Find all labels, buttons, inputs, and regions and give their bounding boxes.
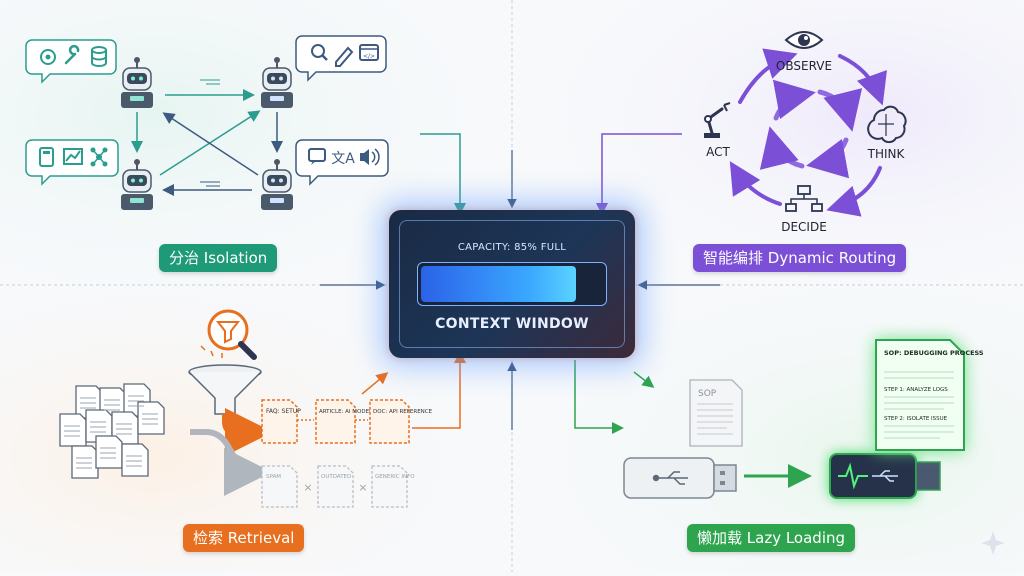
usb-drive-icon (623, 457, 737, 499)
rejected-flow-arrow (190, 429, 272, 496)
tool-bubble-4: 文A (295, 139, 389, 186)
agent-robot-3 (121, 159, 153, 210)
inner-cycle-arrows (759, 79, 863, 179)
rejected-doc-3: GENERIC INFO (371, 465, 415, 508)
sop-title-line-1: SOP: DEBUGGING PROCESS (884, 349, 984, 357)
tool-bubble-2: </> (295, 35, 387, 82)
selected-doc-3: DOC: API REFERENCE (369, 399, 433, 444)
routing-label: 智能编排 Dynamic Routing (693, 244, 907, 272)
calculator-icon (39, 147, 54, 167)
center-connectors (320, 150, 720, 430)
reject-mark: × (303, 481, 312, 494)
routing-to-center-arrow (596, 133, 682, 215)
sop-doc-small: SOP (689, 379, 743, 447)
sop-title: SOP: DEBUGGING PROCESS (884, 349, 984, 357)
database-icon (91, 46, 107, 67)
document-stack-icon (59, 383, 165, 479)
capacity-text: CAPACITY: 85% FULL (457, 242, 567, 253)
eye-icon (784, 31, 824, 49)
context-window-panel: CAPACITY: 85% FULL CONTEXT WINDOW (389, 210, 635, 358)
rejected-doc-1: SPAM (261, 465, 298, 508)
rejected-doc-1-label: SPAM (266, 474, 281, 480)
agent-robot-4 (261, 159, 293, 210)
sop-small-label: SOP (698, 389, 717, 399)
usb-drive-active-icon (829, 453, 941, 499)
speaker-icon (360, 148, 380, 166)
cycle-think-label: THINK (867, 147, 906, 161)
isolation-section: </> 文A (25, 35, 466, 215)
agent-robot-1 (121, 57, 153, 108)
cycle-decide-label: DECIDE (781, 220, 827, 234)
selected-flow-arrow (222, 408, 273, 456)
robot-arm-icon (704, 102, 731, 138)
flowchart-icon (785, 185, 823, 212)
cycle-observe-label: OBSERVE (776, 59, 832, 73)
context-window-frame (399, 220, 625, 348)
isolation-label: 分治 Isolation (159, 244, 278, 272)
center-lazy-feed-arrow (633, 371, 655, 388)
network-icon (90, 147, 108, 167)
reject-mark: × (358, 481, 367, 494)
routing-section: OBSERVE THINK DECIDE ACT (596, 31, 907, 234)
agent-robot-2 (261, 57, 293, 108)
svg-text:文A: 文A (331, 151, 355, 167)
chat-icon (308, 148, 326, 165)
translate-icon: 文A (331, 151, 355, 167)
agent-connections (131, 79, 283, 196)
sop-doc-expanded: SOP: DEBUGGING PROCESS STEP 1: ANALYZE L… (875, 339, 984, 451)
sop-step-2: STEP 2: ISOLATE ISSUE (884, 416, 948, 422)
rejected-doc-2: OUTDATED (317, 465, 354, 508)
outer-cycle-arrows (729, 48, 887, 217)
lazy-loading-section: SOP SOP: DEBUGGING PROCESS STEP 1: ANALY… (574, 339, 984, 499)
svg-text:</>: </> (363, 53, 375, 60)
tool-bubble-1 (25, 39, 117, 84)
retrieval-feed-arrow (361, 372, 389, 395)
selected-doc-2-label: ARTICLE: AI MODELS (319, 409, 376, 415)
rejected-doc-2-label: OUTDATED (321, 474, 351, 480)
capacity-bar-fill (421, 266, 576, 302)
tool-bubble-3 (25, 139, 119, 186)
magnifier-filter-icon (200, 309, 257, 360)
retrieval-section: FAQ: SETUP ARTICLE: AI MODELS DOC: API R… (59, 309, 466, 508)
gear-icon (40, 49, 56, 65)
sparkle-icon (981, 531, 1005, 555)
funnel-icon (188, 364, 262, 415)
retrieval-label: 检索 Retrieval (183, 524, 305, 552)
retrieval-to-center-arrow (412, 351, 466, 429)
selected-doc-1-label: FAQ: SETUP (266, 408, 301, 415)
selected-doc-3-label: DOC: API REFERENCE (373, 409, 433, 415)
wrench-icon (64, 44, 80, 65)
cycle-act-label: ACT (706, 145, 730, 159)
selected-doc-1: FAQ: SETUP (261, 399, 301, 444)
brain-icon (867, 105, 907, 144)
chart-icon (63, 148, 83, 165)
capacity-bar (417, 262, 607, 306)
isolation-to-center-arrow (420, 133, 466, 215)
selected-doc-2: ARTICLE: AI MODELS (315, 399, 376, 444)
lazy-loading-label: 懒加载 Lazy Loading (687, 524, 856, 552)
search-icon (311, 44, 328, 61)
rejected-doc-3-label: GENERIC INFO (375, 474, 415, 480)
sop-step-1: STEP 1: ANALYZE LOGS (884, 387, 948, 393)
pencil-icon (335, 46, 354, 67)
context-window-title: CONTEXT WINDOW (435, 316, 589, 332)
code-window-icon: </> (359, 44, 379, 61)
center-to-lazy-arrow (574, 360, 624, 434)
